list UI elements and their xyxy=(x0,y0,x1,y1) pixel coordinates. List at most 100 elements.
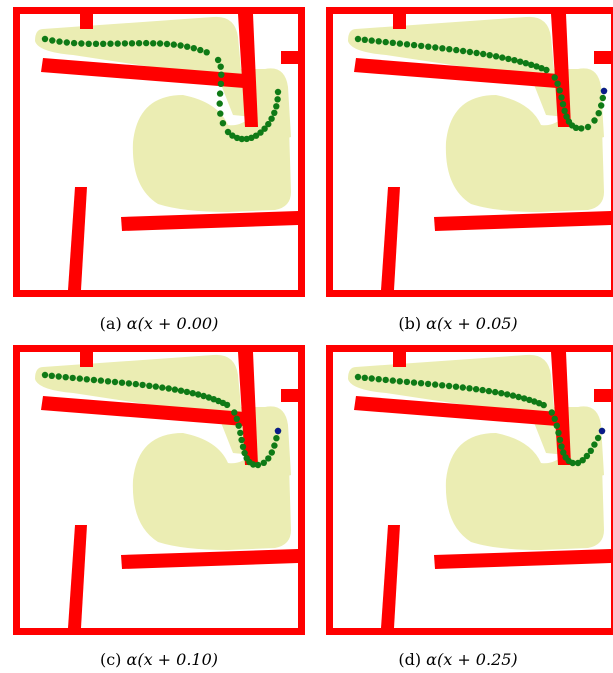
trajectory-point xyxy=(389,377,396,384)
trajectory-point xyxy=(205,394,212,401)
trajectory-point xyxy=(235,422,242,429)
trajectory-point xyxy=(511,57,518,64)
region-shape-1 xyxy=(35,354,291,480)
trajectory-point xyxy=(190,45,197,52)
trajectory-point xyxy=(579,457,586,464)
trajectory-point xyxy=(237,429,244,437)
right-notch-wall xyxy=(281,51,298,64)
trajectory-point xyxy=(396,40,404,47)
trajectory-point xyxy=(76,375,83,382)
trajectory-point xyxy=(410,41,418,49)
trajectory-point xyxy=(217,110,224,117)
trajectory-point xyxy=(555,429,562,436)
trajectory-point xyxy=(218,71,225,78)
trajectory-point xyxy=(128,40,136,47)
panel-b-plot xyxy=(326,7,613,297)
trajectory-point xyxy=(432,44,439,51)
trajectory-point xyxy=(504,391,511,398)
trajectory-point xyxy=(466,48,474,56)
trajectory-point xyxy=(368,37,375,44)
panel-b-trajectory xyxy=(354,35,608,132)
caption-a-expression: α(x + 0.00) xyxy=(126,314,219,333)
outer-wall-bottom xyxy=(13,290,305,297)
trajectory-point xyxy=(85,40,92,47)
trajectory-point xyxy=(261,125,268,132)
trajectory-point xyxy=(189,390,196,397)
trajectory-point xyxy=(217,63,224,70)
trajectory-point xyxy=(492,53,500,60)
outer-wall-bottom xyxy=(326,290,613,297)
trajectory-point xyxy=(223,401,231,409)
trajectory-point xyxy=(107,40,114,47)
trajectory-point xyxy=(486,52,493,59)
trajectory-point xyxy=(132,380,139,388)
upper-vertical-wall xyxy=(551,352,571,465)
trajectory-point xyxy=(459,47,467,55)
trajectory-point xyxy=(238,436,245,444)
trajectory-point xyxy=(572,124,580,131)
outer-wall-bottom xyxy=(326,628,613,635)
trajectory-point xyxy=(403,378,411,386)
upper-diagonal-wall xyxy=(41,396,245,426)
trajectory-point xyxy=(439,382,446,389)
trajectory-point xyxy=(118,379,126,386)
trajectory-point xyxy=(143,39,150,47)
trajectory-point xyxy=(159,384,166,391)
goal-marker xyxy=(600,87,608,95)
trajectory-point xyxy=(97,377,105,384)
trajectory-point xyxy=(551,415,558,422)
trajectory-point xyxy=(594,434,602,442)
trajectory-point xyxy=(239,443,247,450)
outer-wall-right xyxy=(298,345,305,635)
trajectory-point xyxy=(114,40,121,47)
outer-wall-top xyxy=(13,7,305,14)
trajectory-point xyxy=(274,88,282,96)
trajectory-point xyxy=(531,398,538,405)
trajectory-point xyxy=(100,40,107,47)
trajectory-point xyxy=(595,110,602,117)
trajectory-point xyxy=(250,461,257,468)
goal-marker xyxy=(598,427,606,435)
trajectory-point xyxy=(152,383,159,390)
caption-d: (d) α(x + 0.25) xyxy=(312,650,604,670)
trajectory-point xyxy=(41,371,49,379)
top-stub-wall xyxy=(393,345,406,367)
trajectory-point xyxy=(466,385,473,392)
trajectory-point xyxy=(177,42,184,49)
trajectory-point xyxy=(233,415,240,422)
trajectory-point xyxy=(563,113,570,120)
trajectory-point xyxy=(170,41,177,48)
trajectory-point xyxy=(485,387,493,395)
trajectory-point xyxy=(479,386,486,394)
trajectory-point xyxy=(554,80,561,87)
trajectory-point xyxy=(111,378,119,386)
trajectory-point xyxy=(139,381,146,389)
trajectory-point xyxy=(533,63,540,70)
trajectory-point xyxy=(265,120,272,128)
trajectory-point xyxy=(403,41,411,48)
trajectory-point xyxy=(361,36,368,43)
trajectory-point xyxy=(69,374,76,382)
trajectory-point xyxy=(569,459,576,467)
trajectory-point xyxy=(556,87,563,94)
left-lower-wall xyxy=(381,187,400,290)
trajectory-point xyxy=(452,383,460,390)
trajectory-point xyxy=(121,40,129,47)
left-lower-wall xyxy=(68,525,87,628)
panel-c-plot xyxy=(13,345,305,635)
trajectory-point xyxy=(273,103,280,110)
trajectory-point xyxy=(540,401,547,409)
trajectory-point xyxy=(274,96,281,103)
trajectory-point xyxy=(418,42,425,50)
outer-wall-top xyxy=(326,7,613,14)
trajectory-point xyxy=(587,447,594,454)
trajectory-point xyxy=(231,409,238,416)
trajectory-point xyxy=(171,386,179,393)
trajectory-point xyxy=(432,381,439,388)
panel-c-trajectory xyxy=(41,371,282,469)
trajectory-point xyxy=(439,45,446,52)
trajectory-point xyxy=(517,58,524,65)
trajectory-point xyxy=(197,46,204,54)
trajectory-point xyxy=(599,94,606,102)
trajectory-point xyxy=(163,40,171,48)
